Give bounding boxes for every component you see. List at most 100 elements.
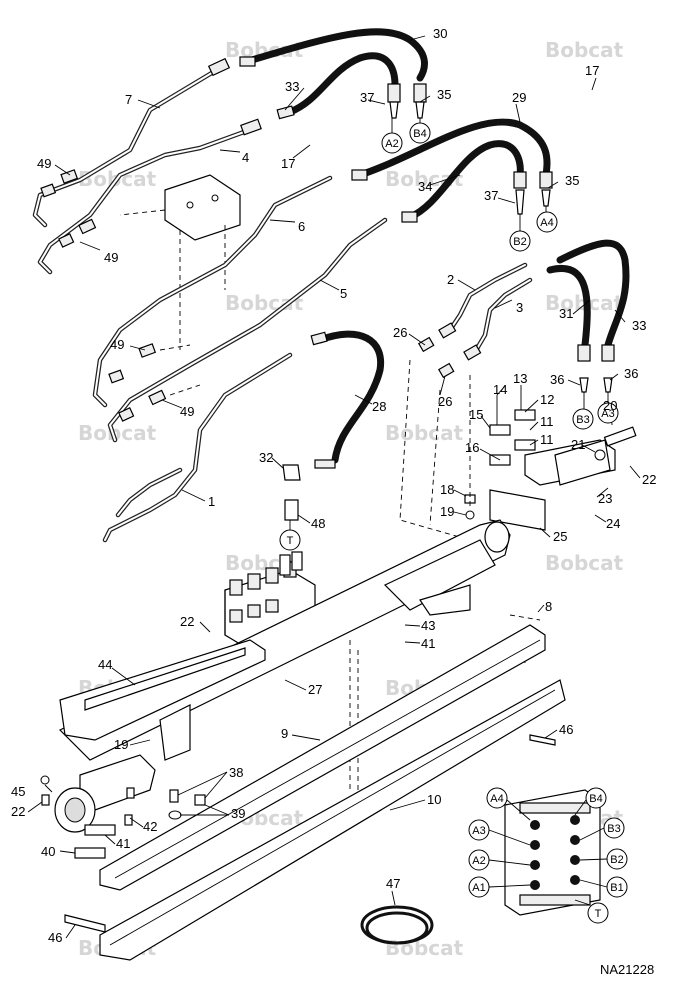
part-number: 40	[41, 844, 55, 859]
watermark-text: Bobcat	[78, 421, 157, 445]
part-number: 32	[259, 450, 273, 465]
port-label: A2	[472, 855, 485, 867]
part-number: 42	[143, 819, 157, 834]
part-number: 33	[285, 79, 299, 94]
part-number: 34	[418, 179, 432, 194]
port-label: B2	[610, 854, 623, 866]
hose-29	[356, 118, 551, 179]
part-number: 12	[540, 392, 554, 407]
port-label: A4	[540, 217, 553, 229]
fittings-49-lower	[108, 343, 201, 422]
tube-3	[472, 277, 533, 355]
part-number: 3	[516, 300, 523, 315]
part-number: 44	[98, 657, 112, 672]
port-circle: A4	[536, 206, 558, 233]
port-circle: B2	[579, 848, 628, 870]
part-number: 48	[311, 516, 325, 531]
port-circle: A2	[468, 849, 531, 871]
port-label: T	[595, 908, 602, 920]
part-number: 17	[585, 63, 599, 78]
part-number: 36	[624, 366, 638, 381]
channel-10	[99, 679, 566, 961]
part-number: 11	[540, 432, 554, 447]
port-circle: B2	[509, 214, 531, 252]
port-label: A3	[601, 408, 614, 420]
port-circle: A3	[468, 819, 531, 846]
port-label: B4	[589, 793, 602, 805]
part-number: 22	[180, 614, 194, 629]
tube-7	[32, 65, 223, 228]
cover-44	[59, 639, 266, 761]
tube-4	[37, 125, 258, 275]
watermark-text: Bobcat	[385, 936, 464, 960]
channel-9	[99, 624, 546, 891]
part-number: 4	[242, 150, 249, 165]
part-number: 13	[513, 371, 527, 386]
hose-47-coil	[360, 905, 434, 945]
hose-33-right	[556, 239, 630, 349]
part-number: 23	[598, 491, 612, 506]
part-number: 49	[37, 156, 51, 171]
port-circle: A1	[468, 876, 531, 898]
part-number: 6	[298, 219, 305, 234]
port-circle: B1	[579, 876, 628, 898]
mount-40	[54, 754, 156, 859]
part-number: 2	[447, 272, 454, 287]
port-circle: T	[279, 529, 301, 551]
port-circle: A3	[597, 392, 619, 424]
port-label: A2	[385, 138, 398, 150]
part-numbers: 30 33 37 35 17 7 4 17 29 34 37 35 49 49 …	[11, 26, 656, 945]
drawing-number: NA21228	[600, 962, 654, 977]
part-number: 37	[484, 188, 498, 203]
fittings-37-35-top	[239, 56, 427, 120]
hose-33-top	[286, 52, 399, 116]
part-number: 46	[559, 722, 573, 737]
tube-6	[92, 175, 333, 408]
part-number: 14	[493, 382, 507, 397]
port-label: B2	[513, 236, 526, 248]
part-number: 37	[360, 90, 374, 105]
watermark-text: Bobcat	[385, 421, 464, 445]
part-number: 11	[540, 414, 554, 429]
part-number: 24	[606, 516, 620, 531]
hose-28	[316, 330, 385, 464]
part-number: 16	[465, 440, 479, 455]
part-number: 15	[469, 407, 483, 422]
port-circle: B4	[409, 118, 431, 144]
part-number: 7	[125, 92, 132, 107]
part-number: 35	[565, 173, 579, 188]
port-label: B3	[576, 414, 589, 426]
port-circle: T	[574, 899, 609, 924]
clamp-assembly	[489, 385, 637, 531]
fittings-top	[207, 57, 262, 136]
watermark-text: Bobcat	[545, 38, 624, 62]
part-number: 49	[110, 337, 124, 352]
part-number: 47	[386, 876, 400, 891]
fittings-36	[417, 322, 615, 393]
port-label: B4	[413, 128, 426, 140]
watermark-text: Bobcat	[545, 551, 624, 575]
port-label: T	[287, 535, 294, 547]
tube-5	[107, 217, 388, 443]
part-number: 33	[632, 318, 646, 333]
fitting-32-48	[282, 331, 336, 530]
part-number: 41	[116, 836, 130, 851]
part-number: 5	[340, 286, 347, 301]
fitting-49-upper	[40, 169, 97, 248]
tube-1	[102, 352, 293, 543]
part-number: 20	[603, 398, 617, 413]
port-circle: B3	[572, 392, 594, 430]
port-label: A4	[490, 793, 503, 805]
part-number: 43	[421, 618, 435, 633]
part-number: 30	[433, 26, 447, 41]
part-number: 49	[180, 404, 194, 419]
port-label: B3	[607, 823, 620, 835]
part-number: 22	[11, 804, 25, 819]
leader-lines	[27, 35, 641, 939]
port-circle: B4	[574, 787, 607, 816]
part-number: 29	[512, 90, 526, 105]
watermarks: Bobcat Bobcat Bobcat Bobcat Bobcat Bobca…	[78, 38, 624, 960]
part-number: 8	[545, 599, 552, 614]
part-number: 10	[427, 792, 441, 807]
part-number: 38	[229, 765, 243, 780]
